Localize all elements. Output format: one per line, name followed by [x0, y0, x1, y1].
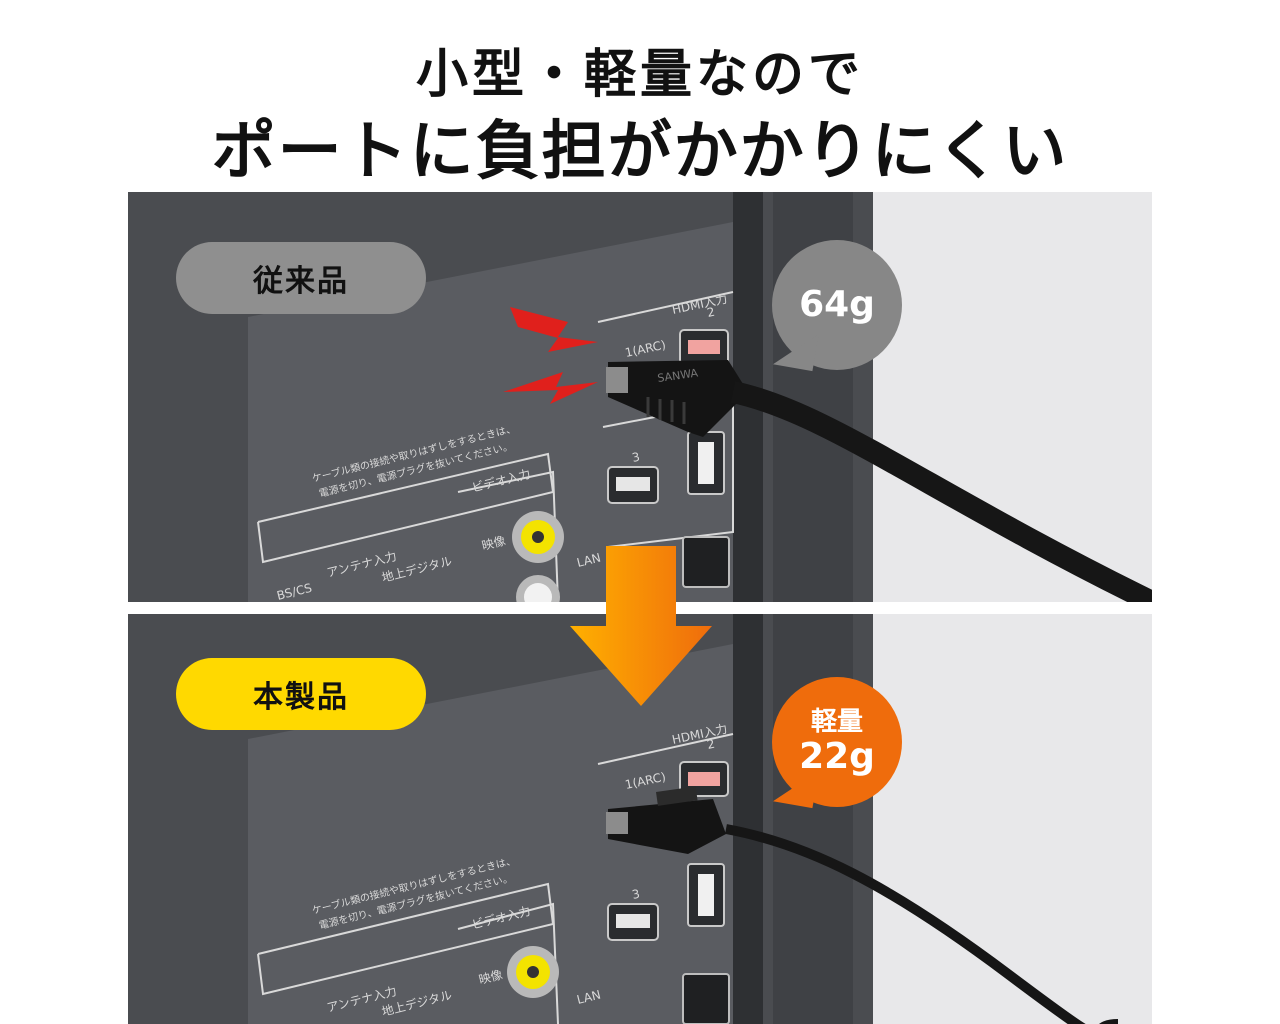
headline-line-2: ポートに負担がかかりにくい — [211, 115, 1069, 189]
lan-text: LAN — [575, 550, 602, 569]
spark-icon — [503, 307, 598, 404]
port-2-text: 2 — [706, 305, 716, 320]
product-weight: 22g — [799, 735, 875, 777]
heavy-connector: SANWA — [606, 360, 748, 437]
conventional-weight-bubble: 64g — [772, 240, 902, 372]
thick-cable — [730, 381, 1152, 602]
port-3-text-b: 3 — [631, 887, 641, 902]
rca-jack-yellow-b — [507, 946, 559, 998]
hdmi-port-2 — [679, 329, 729, 365]
headline-line-1: 小型・軽量なので — [415, 45, 864, 105]
down-arrow-icon — [570, 546, 712, 706]
product-label: 本製品 — [176, 658, 426, 730]
rca-jack-yellow — [512, 511, 564, 563]
port-2-text-b: 2 — [706, 737, 716, 752]
slim-connector — [606, 786, 726, 854]
bubble-tail-orange — [773, 763, 819, 809]
usb-port-b — [687, 863, 725, 927]
hdmi-port-3 — [607, 466, 659, 504]
conventional-label: 従来品 — [176, 242, 426, 314]
optical-port-b — [682, 973, 730, 1024]
lan-text-b: LAN — [575, 987, 602, 1006]
product-weight-bubble: 軽量 22g — [772, 677, 902, 809]
usb-port — [687, 431, 725, 495]
video-label-text-b: 映像 — [477, 968, 504, 987]
brand-mark-text: SANWA — [657, 366, 700, 385]
tv-back-photo-bottom: HDMI入力 1(ARC) 2 3 ケーブル類の接続や取りはずしをするときは、 … — [128, 614, 1152, 1024]
optical-port — [682, 536, 730, 588]
bubble-tail — [773, 326, 819, 372]
port-3-text: 3 — [631, 450, 641, 465]
product-weight-label: 軽量 — [810, 706, 863, 737]
conventional-weight: 64g — [799, 284, 875, 326]
video-label-text: 映像 — [480, 534, 507, 553]
rca-jack-white — [516, 575, 560, 602]
thin-cable — [725, 824, 1118, 1024]
hdmi-port-3-b — [607, 903, 659, 941]
